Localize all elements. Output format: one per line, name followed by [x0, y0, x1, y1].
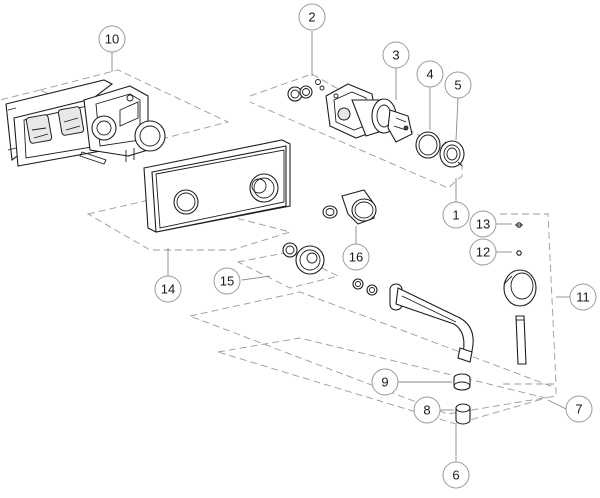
callout-14-label: 14 — [161, 282, 175, 297]
callout-13: 13 — [469, 210, 497, 238]
callout-6-label: 6 — [452, 468, 459, 483]
callout-2-label: 2 — [308, 10, 315, 25]
callout-1: 1 — [442, 201, 470, 229]
callout-9-label: 9 — [381, 375, 388, 390]
guide-box-1 — [249, 73, 463, 189]
callout-16-label: 16 — [349, 250, 363, 265]
leader-lines — [111, 31, 570, 462]
part-14-cover-plate — [143, 139, 291, 233]
guide-box-15 — [236, 251, 340, 289]
part-16-extension-sleeve — [322, 189, 377, 225]
callout-14: 14 — [154, 275, 182, 303]
callout-6: 6 — [442, 461, 470, 489]
callout-13-label: 13 — [476, 217, 490, 232]
guide-box-11 — [500, 213, 557, 385]
callout-1-label: 1 — [452, 208, 459, 223]
callout-12-label: 12 — [476, 245, 490, 260]
callout-16: 16 — [342, 243, 370, 271]
callout-5: 5 — [444, 71, 472, 99]
part-4-washer — [415, 131, 441, 159]
callout-4-label: 4 — [426, 67, 433, 82]
callout-8-label: 8 — [423, 403, 430, 418]
part-5-sleeve-nut — [439, 140, 465, 168]
spout-o-rings — [352, 278, 378, 296]
callout-4: 4 — [416, 60, 444, 88]
callout-2: 2 — [298, 3, 326, 31]
part-2-o-rings — [287, 79, 325, 102]
callout-7: 7 — [565, 395, 593, 423]
callout-7-label: 7 — [575, 402, 582, 417]
callout-10-label: 10 — [105, 32, 119, 47]
part-8-aerator-housing — [455, 403, 471, 425]
callout-15-label: 15 — [220, 274, 234, 289]
callout-8: 8 — [413, 396, 441, 424]
callout-10: 10 — [98, 25, 126, 53]
callout-11-label: 11 — [576, 290, 590, 305]
part-9-aerator — [453, 373, 471, 391]
part-3-valve-cartridge — [325, 83, 413, 143]
callout-3: 3 — [382, 41, 410, 69]
guide-box-7 — [189, 291, 557, 415]
part-12-13-screws — [515, 222, 523, 256]
callout-15: 15 — [213, 267, 241, 295]
part-spout — [389, 283, 474, 363]
part-15-escutcheon — [282, 242, 325, 275]
callout-5-label: 5 — [454, 78, 461, 93]
callout-3-label: 3 — [392, 48, 399, 63]
callout-12: 12 — [469, 238, 497, 266]
callout-9: 9 — [371, 368, 399, 396]
part-11-handle — [503, 269, 537, 365]
callout-11: 11 — [569, 283, 597, 311]
part-10-rough-in-frame — [5, 79, 166, 167]
guide-box-6 — [217, 337, 548, 425]
